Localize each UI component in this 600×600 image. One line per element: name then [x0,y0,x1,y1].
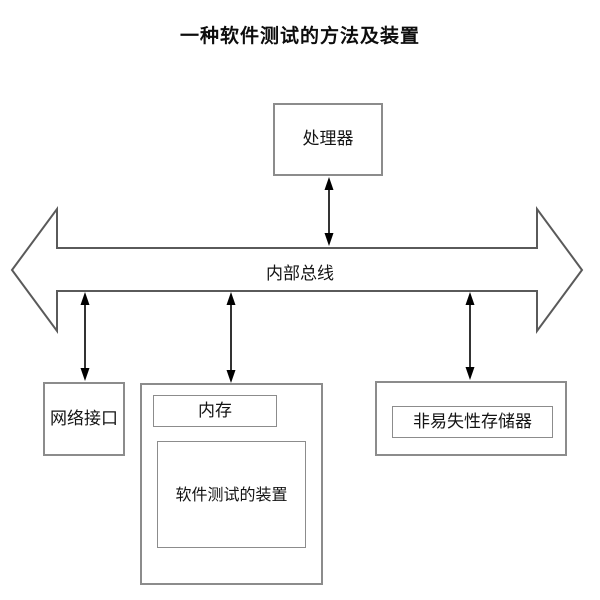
diagram-title: 一种软件测试的方法及装置 [179,25,420,47]
memory-label: 内存 [198,400,232,421]
connector-bus-network-interface [80,292,90,381]
processor-box: 处理器 [273,103,383,176]
internal-bus-label: 内部总线 [266,264,334,284]
internal-bus-double-arrow [10,205,584,335]
connector-bus-memory [226,292,236,383]
memory-title-box: 内存 [153,395,277,427]
software-testing-device-box: 软件测试的装置 [157,441,306,548]
software-testing-device-label: 软件测试的装置 [175,484,288,504]
network-interface-label: 网络接口 [50,408,118,429]
processor-label: 处理器 [302,129,354,150]
connector-bus-nonvolatile-memory [465,292,475,380]
connector-processor-bus [324,177,334,246]
nonvolatile-memory-title-box: 非易失性存储器 [392,406,553,438]
nonvolatile-memory-label: 非易失性存储器 [413,411,532,432]
network-interface-box: 网络接口 [43,382,125,456]
